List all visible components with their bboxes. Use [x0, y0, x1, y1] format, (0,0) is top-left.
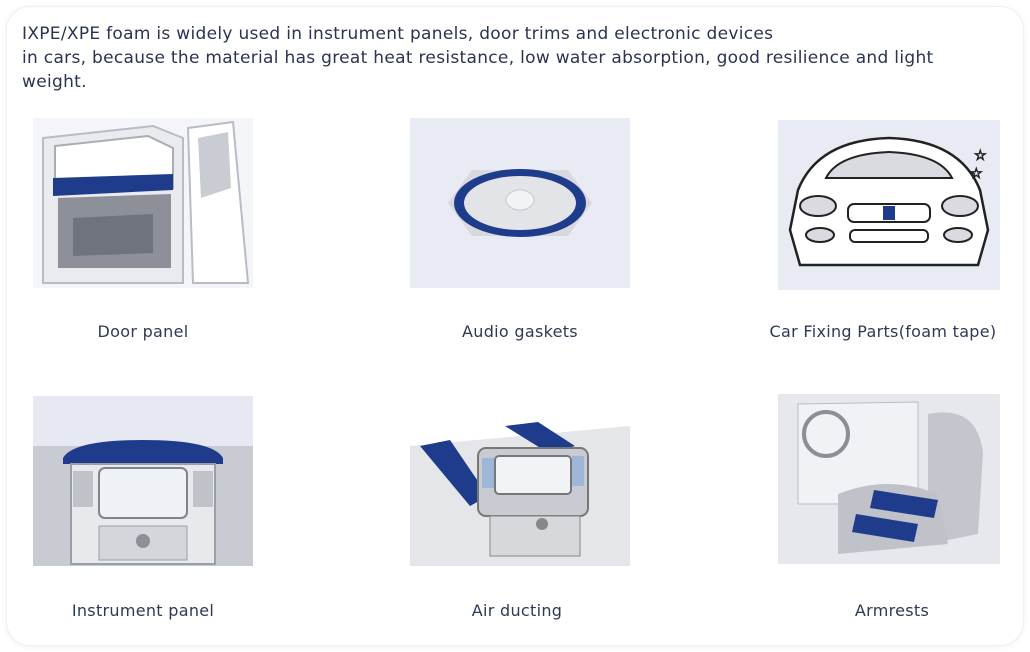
caption-instrument-panel: Instrument panel: [71, 601, 215, 620]
svg-text:☆: ☆: [970, 166, 983, 182]
car-front-illustration: ☆ ☆: [778, 120, 1000, 290]
svg-text:☆: ☆: [974, 148, 987, 164]
seat-armrest-illustration: [778, 394, 1000, 564]
intro-line-3: weight.: [22, 72, 87, 92]
caption-air-ducting: Air ducting: [471, 601, 563, 620]
intro-line-2: in cars, because the material has great …: [22, 48, 934, 68]
intro-paragraph: IXPE/XPE foam is widely used in instrume…: [22, 22, 1022, 94]
speaker-gasket-illustration: [410, 118, 630, 288]
car-door-illustration: [33, 118, 253, 288]
dashboard-illustration: [33, 396, 253, 566]
caption-audio-gaskets: Audio gaskets: [462, 322, 578, 341]
caption-armrests: Armrests: [854, 601, 930, 620]
caption-door-panel: Door panel: [97, 322, 189, 341]
caption-car-fixing-parts: Car Fixing Parts(foam tape): [769, 322, 997, 341]
air-duct-illustration: [410, 396, 630, 566]
intro-line-1: IXPE/XPE foam is widely used in instrume…: [22, 24, 774, 44]
